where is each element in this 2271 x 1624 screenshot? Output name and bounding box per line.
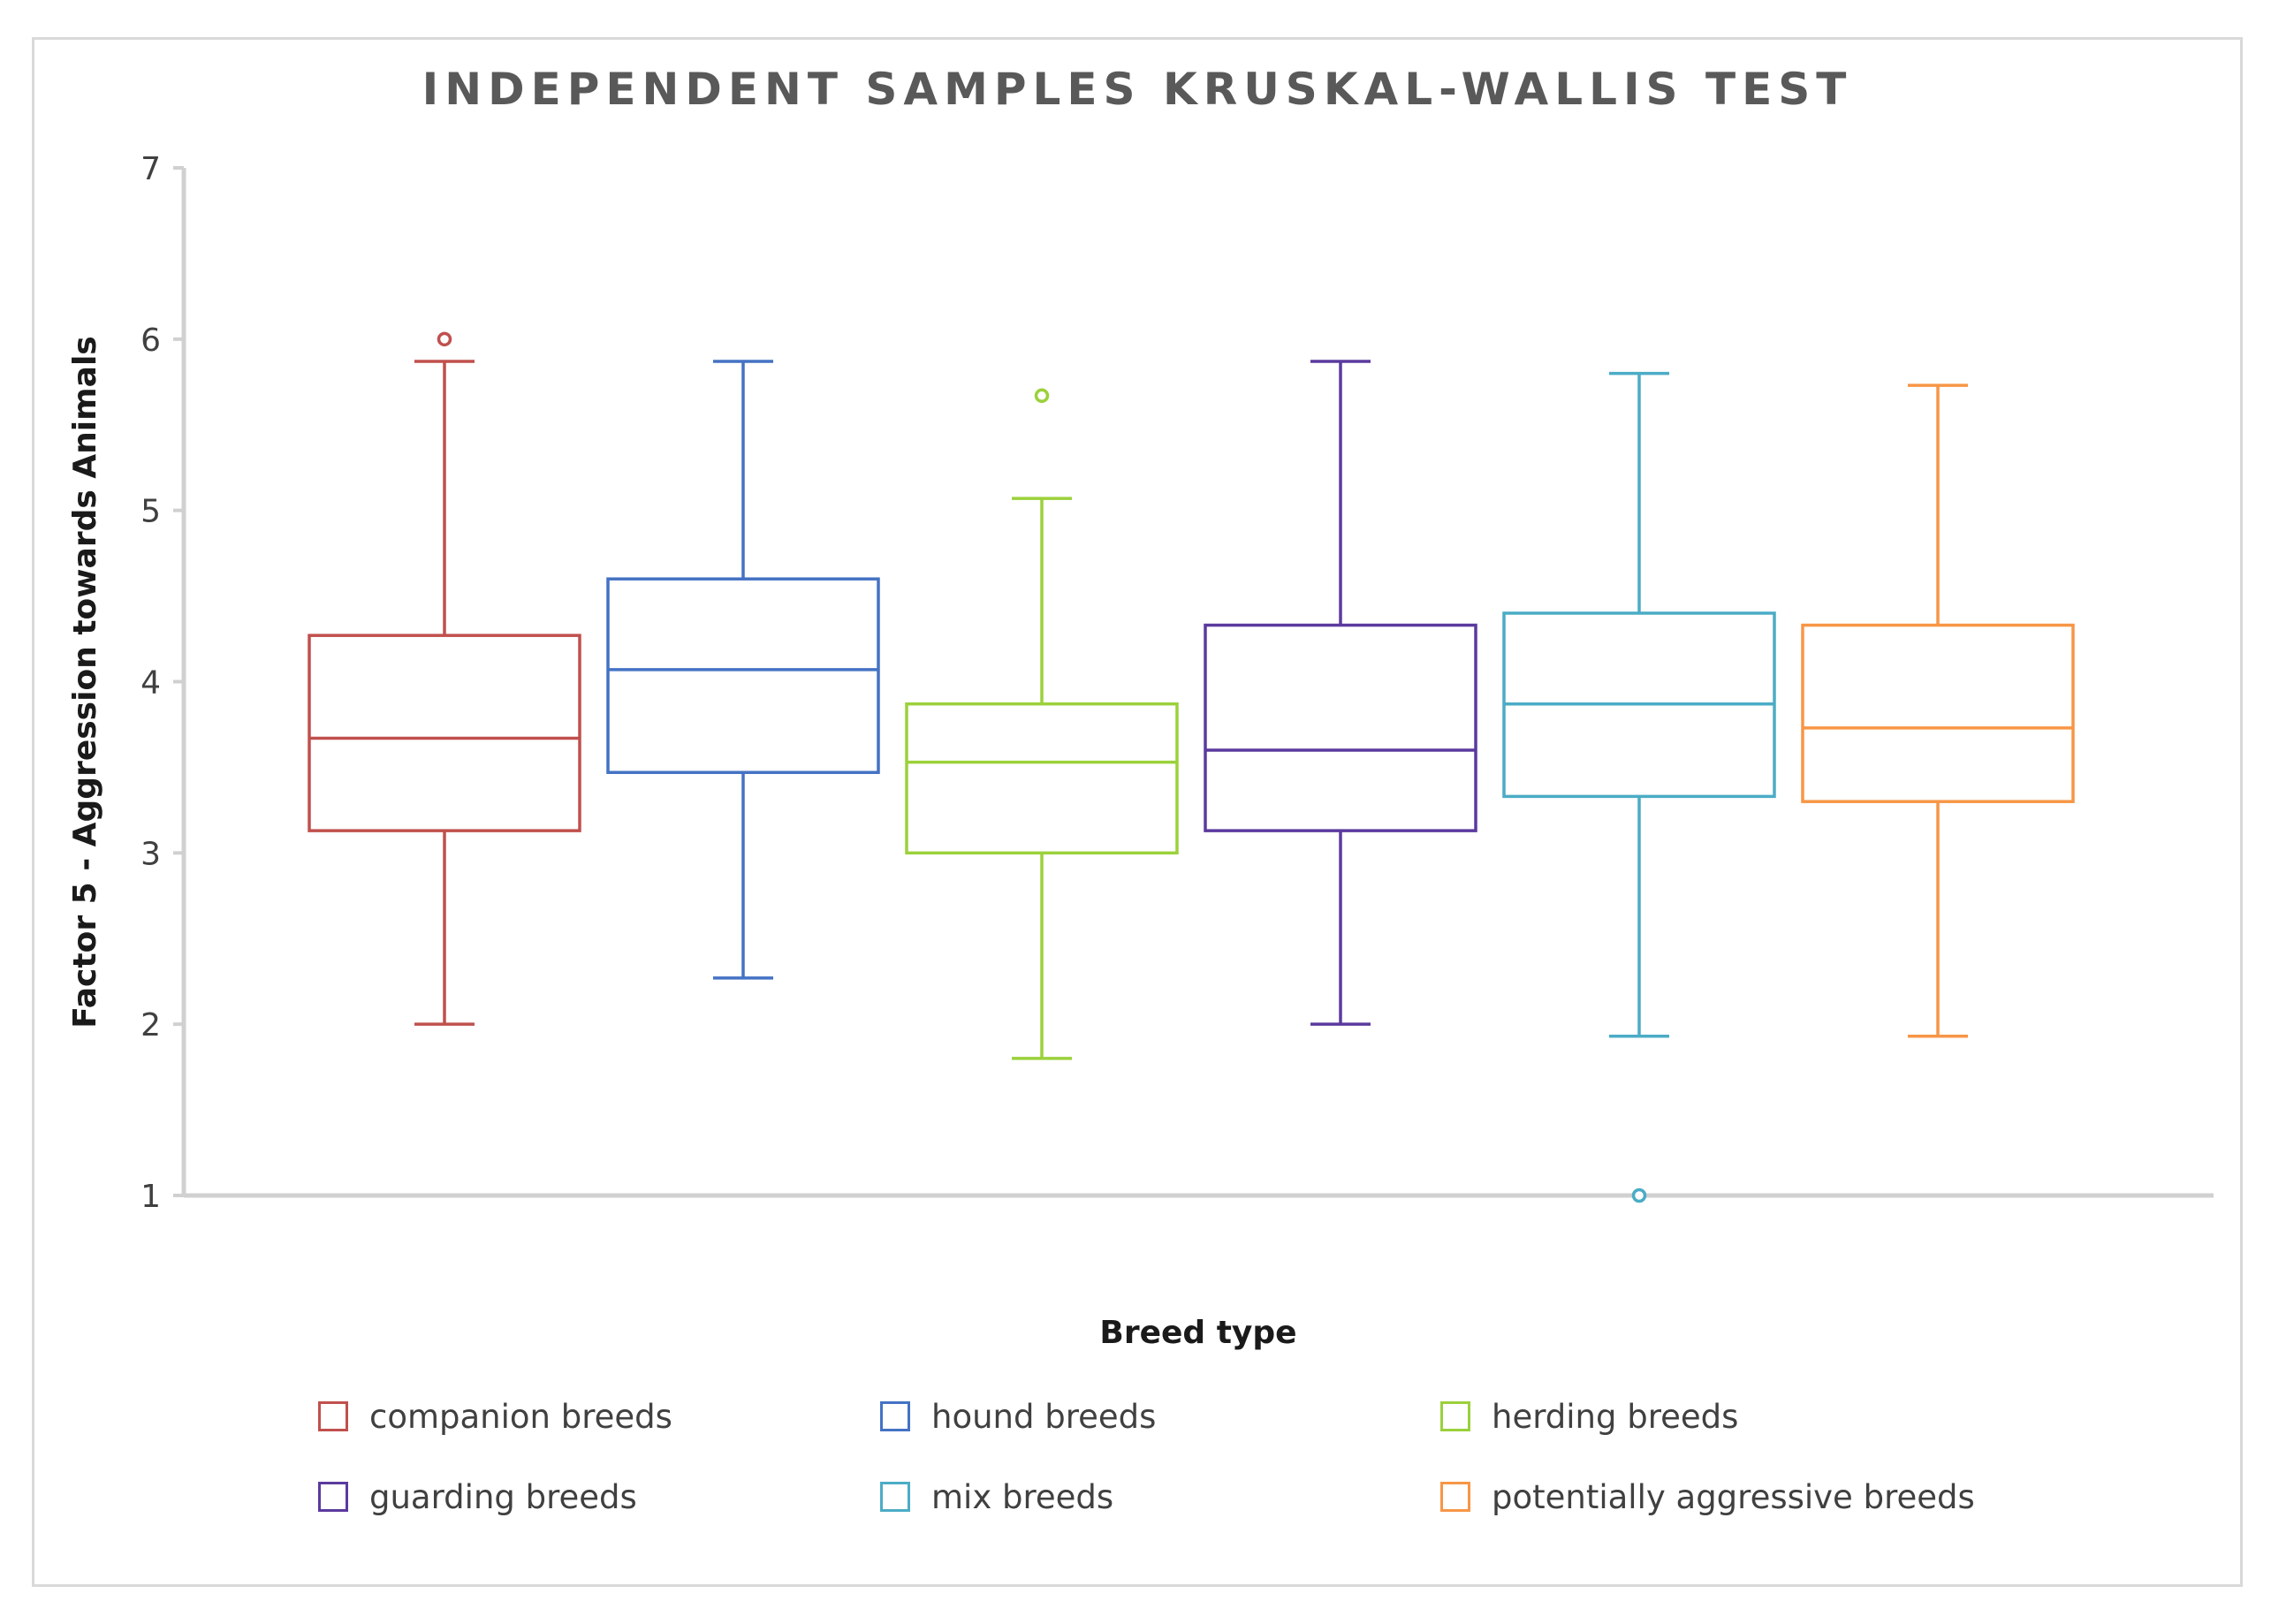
box-mix-breeds (1502, 371, 1776, 1203)
x-axis-title: Breed type (1099, 1315, 1296, 1351)
box-guarding-breeds (1204, 360, 1477, 1026)
legend-swatch (1440, 1482, 1470, 1512)
legend-label: potentially aggressive breeds (1492, 1477, 1975, 1516)
box-companion-breeds (308, 331, 581, 1026)
legend-item: herding breeds (1440, 1394, 1738, 1438)
legend-label: hound breeds (931, 1397, 1157, 1436)
iqr-box (1801, 623, 2075, 803)
outlier-point (1034, 388, 1050, 404)
legend-label: herding breeds (1492, 1397, 1739, 1436)
legend-swatch (880, 1401, 910, 1431)
legend-item: mix breeds (880, 1475, 1113, 1519)
y-axis-title: Factor 5 - Aggression towards Animals (67, 336, 103, 1028)
y-tick-label: 5 (141, 494, 161, 530)
legend-item: hound breeds (880, 1394, 1156, 1438)
legend-swatch (880, 1482, 910, 1512)
legend-item: guarding breeds (318, 1475, 637, 1519)
iqr-box (905, 702, 1179, 855)
y-tick-label: 7 (141, 151, 161, 187)
y-tick-label: 6 (141, 323, 161, 359)
box-hound-breeds (606, 360, 880, 980)
y-tick-label: 3 (141, 836, 161, 872)
legend-item: potentially aggressive breeds (1440, 1475, 1975, 1519)
legend-label: guarding breeds (369, 1477, 637, 1516)
outlier-point (437, 331, 452, 347)
legend-swatch (318, 1482, 348, 1512)
box-potentially-aggressive-breeds (1801, 383, 2075, 1038)
y-tick-label: 1 (141, 1179, 161, 1215)
legend-label: mix breeds (931, 1477, 1114, 1516)
legend-label: companion breeds (369, 1397, 672, 1436)
iqr-box (606, 577, 880, 774)
iqr-box (1204, 623, 1477, 832)
y-tick-label: 4 (141, 665, 161, 702)
y-axis: 1 2 3 4 5 6 7 (141, 151, 2214, 1215)
legend-swatch (318, 1401, 348, 1431)
box-herding-breeds (905, 388, 1179, 1060)
chart-title: INDEPENDENT SAMPLES KRUSKAL-WALLIS TEST (422, 64, 1853, 115)
y-tick-label: 2 (141, 1007, 161, 1043)
legend-item: companion breeds (318, 1394, 672, 1438)
legend-swatch (1440, 1401, 1470, 1431)
boxes (308, 331, 2075, 1203)
iqr-box (308, 634, 581, 832)
outlier-point (1631, 1188, 1647, 1203)
